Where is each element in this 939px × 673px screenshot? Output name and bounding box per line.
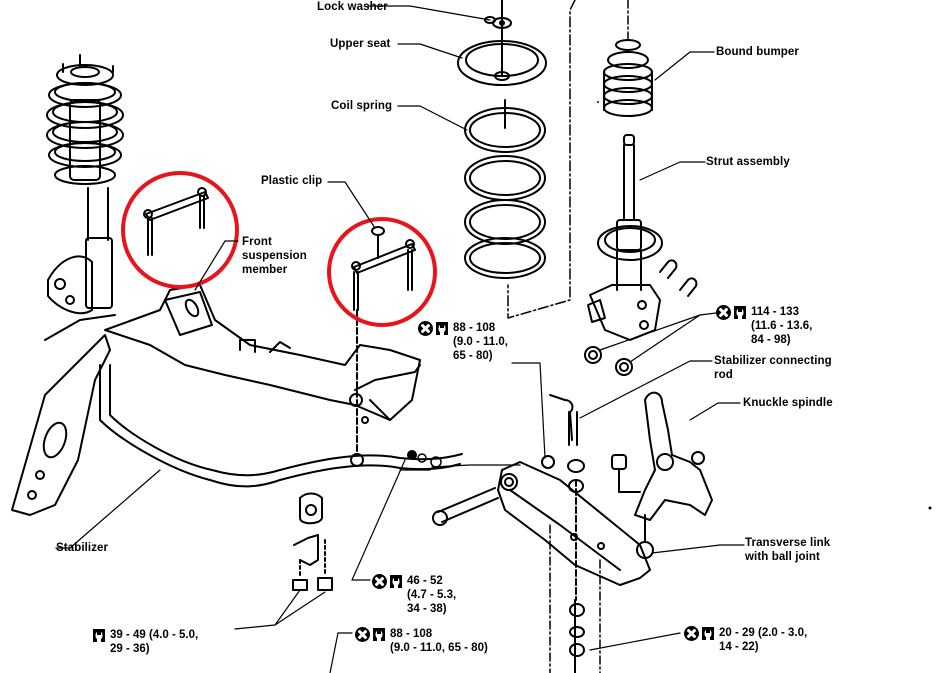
replace-icon [372, 574, 387, 589]
label-plastic-clip: Plastic clip [261, 175, 323, 187]
torque-spec-ball-joint: 20 - 29 (2.0 - 3.0, 14 - 22) [684, 626, 807, 654]
torque-value: 46 - 52 [407, 575, 443, 587]
stabilizer-bushing [292, 492, 333, 591]
torque-value: 39 - 49 (4.0 - 5.0, [110, 629, 199, 641]
label-line: suspension [242, 250, 307, 262]
torque-wrench-icon [701, 626, 715, 641]
assembled-strut [44, 54, 124, 341]
label-line: rod [714, 369, 733, 381]
torque-value: 29 - 36) [110, 643, 150, 655]
label-front-suspension-member: Front suspension member [242, 235, 307, 277]
strut-assembly [584, 134, 698, 376]
torque-spec-stabilizer-bracket: 39 - 49 (4.0 - 5.0, 29 - 36) [92, 628, 198, 656]
label-line: Stabilizer connecting [714, 355, 832, 367]
label-upper-seat: Upper seat [330, 38, 391, 50]
torque-value: 84 - 98) [751, 334, 791, 346]
highlight-circle-left [121, 171, 239, 289]
label-bound-bumper: Bound bumper [716, 46, 799, 58]
torque-value: (11.6 - 13.6, [751, 320, 813, 332]
torque-spec-strut-knuckle: 114 - 133 (11.6 - 13.6, 84 - 98) [716, 305, 812, 347]
knuckle-spindle [611, 391, 713, 521]
torque-wrench-icon [733, 305, 747, 320]
label-knuckle-spindle: Knuckle spindle [743, 397, 833, 409]
torque-wrench-icon [389, 574, 403, 589]
leader-lines [55, 5, 745, 673]
torque-spec-stabilizer-link: 46 - 52 (4.7 - 5.3, 34 - 38) [372, 574, 456, 616]
label-line: member [242, 264, 288, 276]
label-strut-assembly: Strut assembly [706, 156, 790, 168]
torque-value: 14 - 22) [719, 641, 759, 653]
torque-spec-member-bolts: 88 - 108 (9.0 - 11.0, 65 - 80) [418, 321, 508, 363]
torque-wrench-icon [372, 627, 386, 642]
front-suspension-member [11, 284, 421, 516]
torque-value: 34 - 38) [407, 603, 447, 615]
label-lock-washer: Lock washer [317, 1, 388, 13]
label-stabilizer-connecting-rod: Stabilizer connecting rod [714, 354, 832, 382]
torque-value: 20 - 29 (2.0 - 3.0, [719, 627, 808, 639]
label-coil-spring: Coil spring [331, 100, 393, 112]
label-transverse-link: Transverse link with ball joint [745, 536, 830, 564]
torque-value: 88 - 108 [390, 628, 433, 640]
label-line: Transverse link [745, 537, 831, 549]
coil-spring [464, 99, 546, 279]
highlight-circle-right [327, 217, 437, 327]
bound-bumper [603, 39, 653, 117]
torque-value: (9.0 - 11.0, 65 - 80) [390, 642, 488, 654]
label-stabilizer: Stabilizer [56, 542, 109, 554]
right-bolt-plate [350, 226, 416, 467]
replace-icon [716, 305, 731, 320]
replace-icon [684, 626, 699, 641]
replace-icon [355, 627, 370, 642]
torque-wrench-icon [435, 321, 449, 336]
transverse-link [432, 461, 654, 673]
label-line: with ball joint [745, 551, 820, 563]
torque-spec-link-pivot: 88 - 108 (9.0 - 11.0, 65 - 80) [355, 627, 488, 655]
replace-icon [418, 321, 433, 336]
stabilizer-bar [99, 364, 463, 488]
torque-value: (4.7 - 5.3, [407, 589, 457, 601]
stabilizer-connecting-rod [541, 394, 585, 493]
torque-value: 88 - 108 [453, 322, 496, 334]
torque-value: 65 - 80) [453, 350, 493, 362]
left-bolt-plate [143, 187, 209, 256]
lock-washer [484, 16, 512, 29]
torque-wrench-icon [92, 628, 106, 643]
torque-value: (9.0 - 11.0, [453, 336, 508, 348]
torque-value: 114 - 133 [751, 306, 799, 318]
label-line: Front [242, 236, 272, 248]
